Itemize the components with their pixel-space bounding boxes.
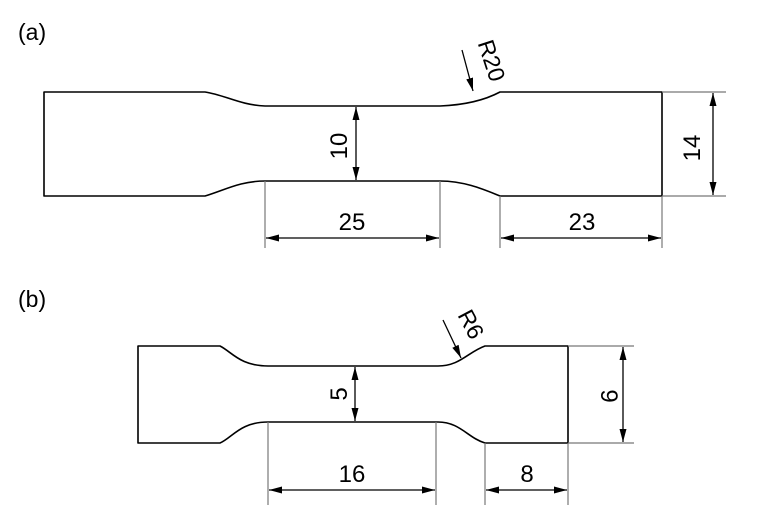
specimen-a-outline bbox=[43, 91, 663, 197]
specimen-a: (a) 14 10 25 23 R20 bbox=[18, 19, 726, 248]
label-a: (a) bbox=[18, 19, 46, 45]
specimen-b-outline bbox=[137, 345, 569, 444]
specimen-b: (b) 9 5 16 8 R6 bbox=[18, 286, 634, 505]
b-total-width-text: 9 bbox=[595, 389, 622, 402]
a-total-width-text: 14 bbox=[679, 135, 706, 162]
a-gauge-width-text: 10 bbox=[326, 133, 353, 160]
a-grip-length-text: 23 bbox=[569, 209, 596, 236]
b-gauge-length-text: 16 bbox=[339, 461, 366, 488]
b-gauge-width-text: 5 bbox=[326, 387, 353, 400]
label-b: (b) bbox=[18, 286, 46, 312]
a-gauge-length-text: 25 bbox=[339, 209, 366, 236]
a-radius-leader bbox=[461, 49, 474, 92]
a-radius-text: R20 bbox=[473, 36, 511, 84]
b-radius-leader bbox=[442, 319, 462, 359]
b-grip-length-text: 8 bbox=[520, 461, 533, 488]
b-radius-text: R6 bbox=[453, 305, 490, 343]
